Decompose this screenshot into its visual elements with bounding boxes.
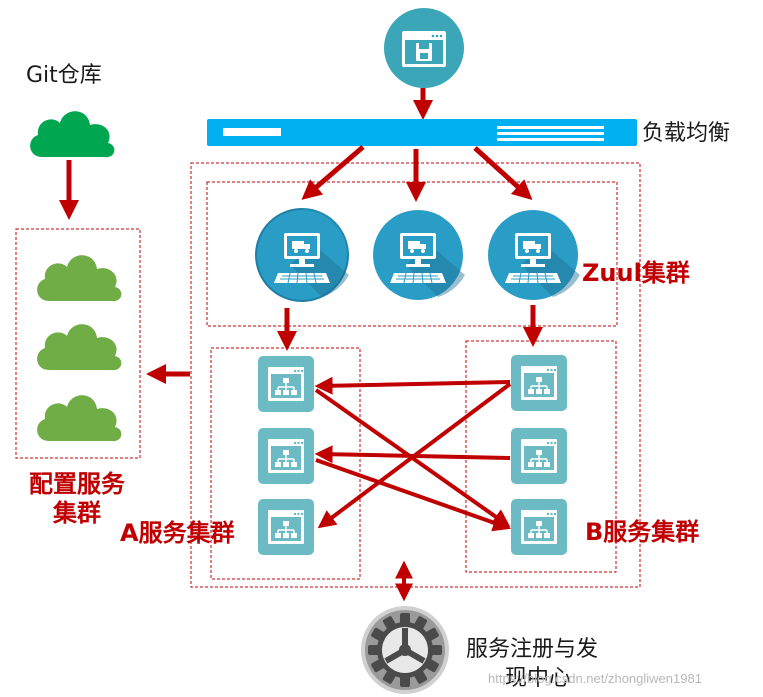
zuul-node-2	[373, 210, 465, 300]
arrow-lb-to-zuul-3	[473, 146, 533, 201]
watermark-text: https://blog.csdn.net/zhongliwen1981	[488, 671, 702, 686]
registry-label-line2: 现中心	[505, 666, 572, 691]
config-cluster-label-line2: 集群	[53, 499, 101, 527]
config-cluster-boundary	[15, 228, 141, 459]
b-cluster-label: B服务集群	[585, 518, 700, 546]
cross-service-arrows	[314, 376, 512, 532]
registry-label-line1: 服务注册与发	[466, 637, 599, 662]
config-node-cloud-3	[37, 395, 122, 442]
config-node-cloud-1	[37, 255, 122, 302]
a-service-node-2	[258, 428, 314, 484]
arrow-b2-to-a2	[314, 445, 511, 464]
zuul-cluster-label: Zuul集群	[582, 259, 690, 287]
config-cluster-label-line1: 配置服务	[29, 470, 125, 498]
arrow-a1-to-b3	[314, 388, 511, 528]
a-service-node-3	[258, 499, 314, 555]
a-cluster-label: A服务集群	[120, 519, 235, 547]
zuul-node-3	[488, 210, 580, 300]
arrow-a2-to-b3	[315, 458, 512, 532]
git-repo-cloud-icon	[30, 111, 115, 158]
outer-cluster-boundary	[190, 162, 641, 588]
b-service-node-1	[511, 355, 567, 411]
b-service-node-3	[511, 499, 567, 555]
config-node-cloud-2	[37, 324, 122, 371]
arrow-b1-to-a1	[314, 376, 511, 395]
b-service-node-2	[511, 428, 567, 484]
client-browser-icon	[384, 8, 464, 88]
zuul-node-1	[255, 208, 349, 302]
load-balancer-label: 负载均衡	[642, 121, 731, 146]
a-service-node-1	[258, 356, 314, 412]
git-repo-label: Git仓库	[26, 63, 102, 88]
load-balancer-bar	[207, 119, 637, 146]
registry-gear-icon	[361, 606, 449, 694]
arrow-lb-to-zuul-1	[301, 145, 365, 200]
